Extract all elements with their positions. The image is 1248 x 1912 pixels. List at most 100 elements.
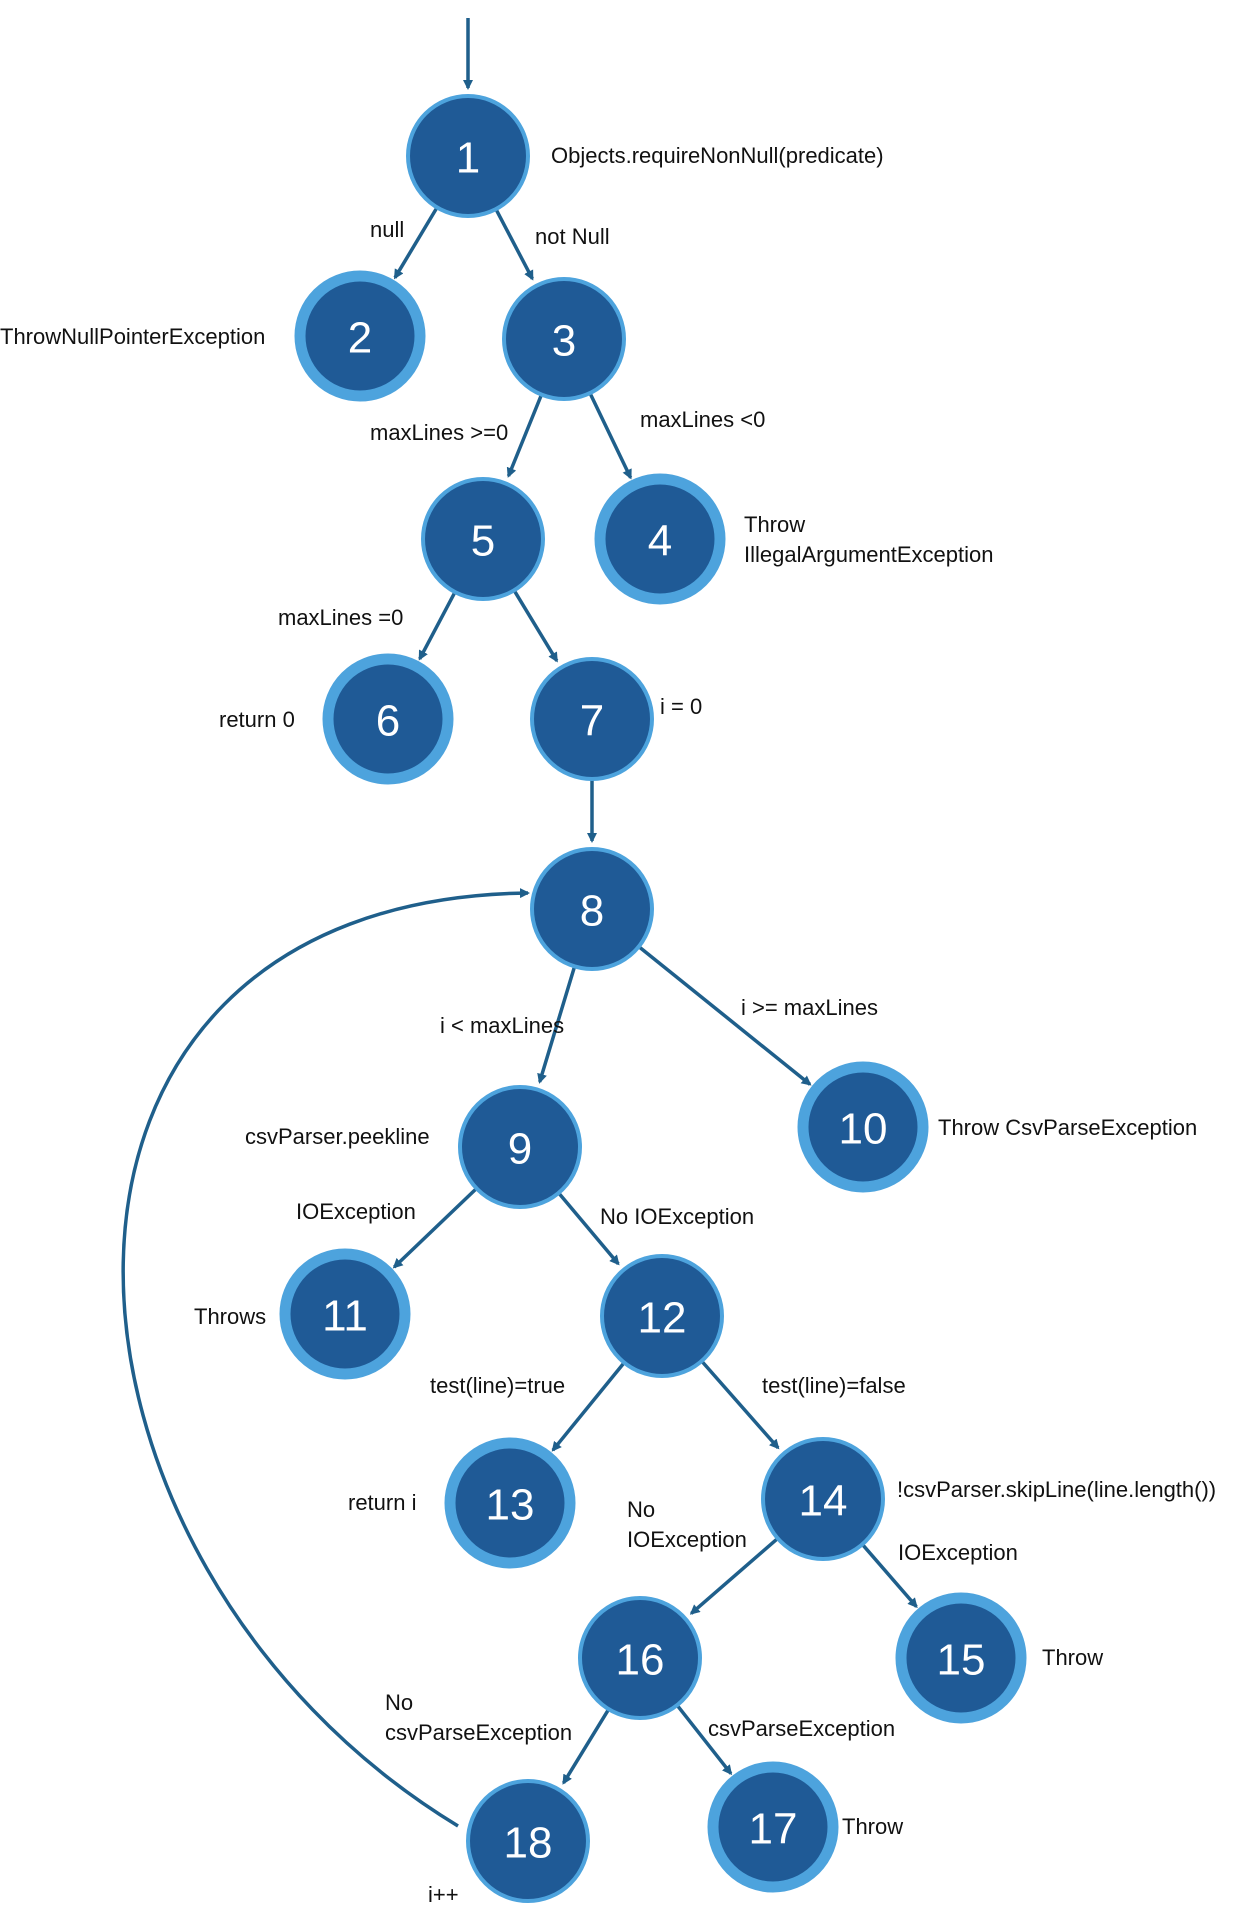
node-13-number: 13 <box>486 1481 535 1530</box>
node-17-number: 17 <box>749 1805 798 1854</box>
edge-label-14-15: IOException <box>898 1540 1018 1565</box>
node-10: 10 <box>797 1061 929 1193</box>
node-note-7-line: i = 0 <box>660 694 702 719</box>
node-10-circle <box>797 1061 929 1193</box>
node-7: 7 <box>530 657 654 781</box>
edge-label-9-12: No IOException <box>600 1204 754 1229</box>
node-13: 13 <box>444 1437 576 1569</box>
edge-label-8-10-line: i >= maxLines <box>741 995 878 1020</box>
edge-label-3-5-line: maxLines >=0 <box>370 420 508 445</box>
node-8-circle <box>530 847 654 971</box>
node-11-circle <box>279 1248 411 1380</box>
node-note-10-line: Throw CsvParseException <box>938 1115 1197 1140</box>
edge-3-4 <box>588 392 633 480</box>
edge-label-5-6: maxLines =0 <box>278 605 403 630</box>
node-note-6-line: return 0 <box>219 707 295 732</box>
node-13-circle <box>444 1437 576 1569</box>
edge-label-12-13: test(line)=true <box>430 1373 565 1398</box>
node-note-15-line: Throw <box>1042 1645 1103 1670</box>
node-14: 14 <box>761 1437 885 1561</box>
edge-label-12-13-line: test(line)=true <box>430 1373 565 1398</box>
edge-9-11 <box>392 1187 478 1269</box>
node-7-circle <box>530 657 654 781</box>
node-2-circle <box>294 270 426 402</box>
node-note-17: Throw <box>842 1814 903 1839</box>
node-15-circle <box>895 1592 1027 1724</box>
node-9-number: 9 <box>508 1125 532 1174</box>
node-11-number: 11 <box>322 1292 368 1341</box>
edge-3-5 <box>506 393 544 478</box>
node-note-17-line: Throw <box>842 1814 903 1839</box>
node-6-circle <box>322 653 454 785</box>
edge-1-3 <box>494 208 534 281</box>
node-note-13-line: return i <box>348 1490 416 1515</box>
node-note-11: Throws <box>194 1304 266 1329</box>
edge-label-16-18-line: csvParseException <box>385 1720 572 1745</box>
node-10-number: 10 <box>839 1105 888 1154</box>
edge-label-16-18: No csvParseException <box>385 1690 572 1745</box>
node-8: 8 <box>530 847 654 971</box>
edge-8-10 <box>637 945 812 1086</box>
node-3: 3 <box>502 277 626 401</box>
node-note-2: ThrowNullPointerException <box>0 324 265 349</box>
edge-label-1-3: not Null <box>535 224 610 249</box>
node-17-circle <box>707 1761 839 1893</box>
node-2-number: 2 <box>348 314 372 363</box>
node-note-11-line: Throws <box>194 1304 266 1329</box>
node-note-9: csvParser.peekline <box>245 1124 430 1149</box>
node-note-1: Objects.requireNonNull(predicate) <box>551 143 884 168</box>
node-11: 11 <box>279 1248 411 1380</box>
node-18-circle <box>466 1779 590 1903</box>
node-3-circle <box>502 277 626 401</box>
node-note-4-line: Throw <box>744 512 805 537</box>
node-note-14-line: !csvParser.skipLine(line.length()) <box>897 1477 1216 1502</box>
edge-label-14-16-line: No <box>627 1497 655 1522</box>
node-1-number: 1 <box>456 134 480 183</box>
node-4: 4 <box>594 473 726 605</box>
edge-label-16-18-line: No <box>385 1690 413 1715</box>
node-9: 9 <box>458 1085 582 1209</box>
node-note-1-line: Objects.requireNonNull(predicate) <box>551 143 884 168</box>
node-5-circle <box>421 477 545 601</box>
node-note-15: Throw <box>1042 1645 1103 1670</box>
edge-label-3-5: maxLines >=0 <box>370 420 508 445</box>
edge-18-8-loop <box>121 888 530 1828</box>
node-7-number: 7 <box>580 697 604 746</box>
node-5-number: 5 <box>471 517 495 566</box>
edge-label-1-3-line: not Null <box>535 224 610 249</box>
node-5: 5 <box>421 477 545 601</box>
edge-label-16-17-line: csvParseException <box>708 1716 895 1741</box>
node-note-18: i++ <box>428 1882 459 1907</box>
node-note-18-line: i++ <box>428 1882 459 1907</box>
edge-label-1-2: null <box>370 217 404 242</box>
edge-8-9 <box>537 965 577 1084</box>
node-6-number: 6 <box>376 697 400 746</box>
edge-label-14-15-line: IOException <box>898 1540 1018 1565</box>
node-16-number: 16 <box>616 1636 665 1685</box>
edge-14-15 <box>860 1543 918 1609</box>
node-note-7: i = 0 <box>660 694 702 719</box>
node-15-number: 15 <box>937 1636 986 1685</box>
node-4-number: 4 <box>648 517 672 566</box>
edge-5-7 <box>512 589 559 663</box>
edge-label-16-17: csvParseException <box>708 1716 895 1741</box>
node-14-circle <box>761 1437 885 1561</box>
edge-16-17 <box>675 1704 733 1776</box>
node-9-circle <box>458 1085 582 1209</box>
edge-label-3-4: maxLines <0 <box>640 407 765 432</box>
edges-layer <box>121 18 918 1828</box>
edge-12-14 <box>700 1359 780 1450</box>
edge-label-9-11-line: IOException <box>296 1199 416 1224</box>
edge-label-8-9: i < maxLines <box>440 1013 564 1038</box>
edge-9-12 <box>557 1191 620 1266</box>
node-1: 1 <box>406 94 530 218</box>
labels-layer: null not Null maxLines >=0 maxLines <0 maxLi… <box>0 143 1216 1907</box>
edge-1-2 <box>393 206 439 280</box>
node-note-10: Throw CsvParseException <box>938 1115 1197 1140</box>
node-18: 18 <box>466 1779 590 1903</box>
node-14-number: 14 <box>799 1477 848 1526</box>
